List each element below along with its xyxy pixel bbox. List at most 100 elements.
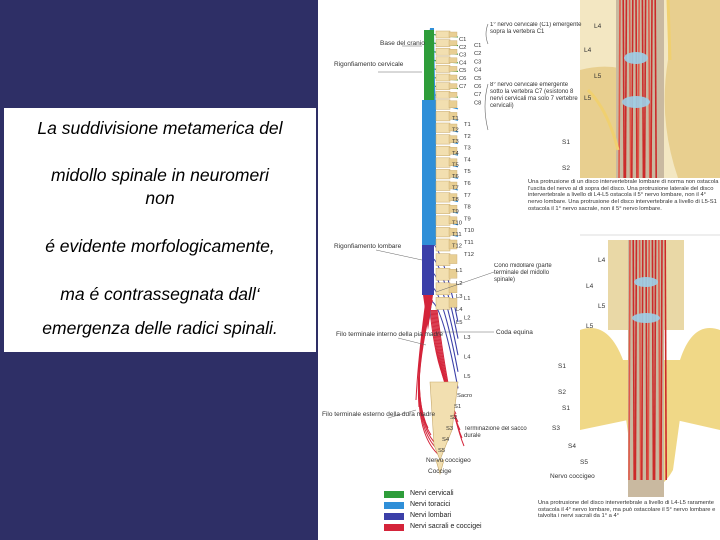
label-layer: Base del cranio Rigonfiamento cervicale … <box>318 0 720 540</box>
label-nervo-coccigeo: Nervo coccigeo <box>426 457 471 464</box>
label-coccige: Coccige <box>428 468 452 475</box>
segment-label-s: S1 <box>454 404 461 410</box>
segment-label-c-inner: C3 <box>459 53 466 59</box>
segment-label-t-outer: T8 <box>464 205 471 211</box>
legend-item-cervical: Nervi cervicali <box>384 490 524 499</box>
segment-label-l-inner: L3 <box>456 294 462 300</box>
segment-label-t-inner: T6 <box>452 174 459 180</box>
segment-label-c-outer: C6 <box>474 84 481 90</box>
callout-cauda: Coda equina <box>496 329 533 336</box>
left-panel: La suddivisione metamerica del midollo s… <box>0 0 318 540</box>
rb-label-l5b: L5 <box>586 323 594 330</box>
segment-label-l-inner: L4 <box>456 307 463 313</box>
segment-label-t-outer: T1 <box>464 122 471 128</box>
rt-label-l5b: L5 <box>584 95 592 102</box>
segment-label-t-inner: T11 <box>452 232 462 238</box>
segment-label-t-outer: T10 <box>464 228 474 234</box>
segment-label-t-inner: T1 <box>452 116 459 122</box>
segment-label-t-inner: T4 <box>452 151 460 157</box>
label-rigonfiamento-cervicale: Rigonfiamento cervicale <box>334 61 404 68</box>
legend-swatch <box>384 491 404 498</box>
segment-label-s: S4 <box>442 437 450 443</box>
text-line-6: emergenza delle radici spinali. <box>4 318 316 338</box>
segment-label-c-outer: C2 <box>474 51 481 57</box>
segment-label-c-outer: C1 <box>474 43 481 49</box>
rb-label-s2: S2 <box>558 389 566 396</box>
segment-label-t-outer: T5 <box>464 169 471 175</box>
rb-label-l5a: L5 <box>598 303 606 310</box>
rb-label-l4a: L4 <box>598 257 606 264</box>
legend-swatch <box>384 524 404 531</box>
segment-label-l-outer: L2 <box>464 316 470 322</box>
rb-label-s1b: S1 <box>562 405 570 412</box>
legend-swatch <box>384 502 404 509</box>
segment-label-l-inner: L5 <box>456 320 462 326</box>
segment-label-t-outer: T9 <box>464 216 471 222</box>
legend-label: Nervi cervicali <box>410 490 454 497</box>
segment-label-c-outer: C4 <box>474 68 482 74</box>
segment-label-c-outer: C5 <box>474 76 481 82</box>
segment-label-t-outer: T3 <box>464 146 471 152</box>
text-box: La suddivisione metamerica del midollo s… <box>4 108 316 352</box>
rt-label-s2: S2 <box>562 165 570 172</box>
callout-c8: 8° nervo cervicale emergente sotto la ve… <box>490 82 582 134</box>
segment-label-l-outer: L4 <box>464 355 471 361</box>
callout-cono: Cono midollare (parte terminale del mido… <box>494 263 570 293</box>
segment-label-t-outer: T6 <box>464 181 471 187</box>
rb-label-l4b: L4 <box>586 283 594 290</box>
rt-label-l4a: L4 <box>594 23 602 30</box>
segment-labels: C1C2C3C4C5C6C7C1C2C3C4C5C6C7C8T1T2T3T4T5… <box>438 37 482 454</box>
segment-label-t-outer: T11 <box>464 240 474 246</box>
callout-sacco: Terminazione del sacco durale <box>464 426 534 446</box>
segment-label-l-outer: L3 <box>464 335 470 341</box>
segment-label-s: S3 <box>446 426 453 432</box>
segment-label-t-inner: T10 <box>452 220 462 226</box>
segment-label-s: S2 <box>450 415 457 421</box>
segment-label-t-outer: T12 <box>464 252 474 258</box>
segment-label-t-inner: T12 <box>452 244 462 250</box>
segment-label-t-outer: T2 <box>464 134 471 140</box>
segment-label-c-inner: C1 <box>459 37 466 43</box>
rt-label-l5a: L5 <box>594 73 602 80</box>
segment-label-c-inner: C5 <box>459 68 466 74</box>
rt-label-s1: S1 <box>562 139 570 146</box>
segment-label-t-outer: T7 <box>464 193 471 199</box>
label-filo-interno: Filo terminale interno della pia madre <box>336 331 443 338</box>
segment-label-s: S5 <box>438 448 445 454</box>
segment-label-c-inner: C7 <box>459 84 466 90</box>
legend-swatch <box>384 513 404 520</box>
segment-label-l-inner: L2 <box>456 281 462 287</box>
legend-item-sacral: Nervi sacrali e coccigei <box>384 523 524 532</box>
segment-label-l-outer: L1 <box>464 296 470 302</box>
segment-label-t-inner: T3 <box>452 139 459 145</box>
segment-label-c-inner: C4 <box>459 60 467 66</box>
right-bottom-caption: Una protrusione del disco intervertebral… <box>538 500 720 540</box>
spinal-cord-figure: Base del cranio Rigonfiamento cervicale … <box>318 0 720 540</box>
segment-label-t-inner: T7 <box>452 186 459 192</box>
rb-label-s4: S4 <box>568 443 576 450</box>
label-rigonfiamento-lombare: Rigonfiamento lombare <box>334 243 402 250</box>
segment-label-c-outer: C8 <box>474 100 481 106</box>
legend-item-lumbar: Nervi lombari <box>384 512 524 521</box>
rt-label-l4b: L4 <box>584 47 592 54</box>
callout-c1: 1° nervo cervicale (C1) emergente sopra … <box>490 22 582 52</box>
right-top-caption: Una protrusione di un disco intervertebr… <box>528 179 720 235</box>
segment-label-c-outer: C7 <box>474 92 481 98</box>
legend-label: Nervi sacrali e coccigei <box>410 523 482 530</box>
text-line-5: ma é contrassegnata dall‘ <box>4 284 316 304</box>
segment-label-s: Sacro <box>457 393 472 399</box>
segment-label-c-outer: C3 <box>474 59 481 65</box>
label-filo-esterno: Filo terminale esterno della dura madre <box>322 411 435 418</box>
legend-item-thoracic: Nervi toracici <box>384 501 524 510</box>
rb-label-s3: S3 <box>552 425 560 432</box>
rb-label-s5: S5 <box>580 459 588 466</box>
rb-label-coccigeo: Nervo coccigeo <box>550 473 595 480</box>
text-line-3: non <box>4 188 316 208</box>
text-line-1: La suddivisione metamerica del <box>4 118 316 138</box>
segment-label-t-outer: T4 <box>464 157 472 163</box>
text-line-2: midollo spinale in neuromeri <box>4 165 316 185</box>
legend-label: Nervi toracici <box>410 501 450 508</box>
segment-label-t-inner: T2 <box>452 128 459 134</box>
legend-label: Nervi lombari <box>410 512 451 519</box>
segment-label-t-inner: T9 <box>452 209 459 215</box>
